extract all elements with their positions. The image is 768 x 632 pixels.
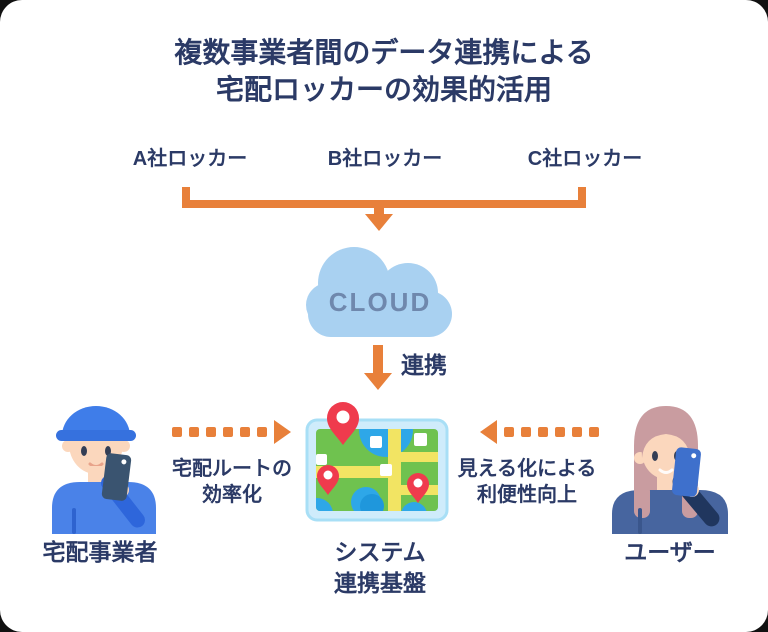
page-title: 複数事業者間のデータ連携による 宅配ロッカーの効果的活用 [0, 34, 768, 108]
arrow-head-left [480, 420, 497, 444]
dash [521, 427, 531, 437]
down-arrow-icon [365, 214, 393, 231]
bracket-right-tick [578, 187, 586, 208]
left-flow-line-1: 宅配ルートの [172, 458, 292, 480]
cloud-label: CLOUD [329, 287, 431, 317]
title-line-1: 複数事業者間のデータ連携による [174, 37, 594, 68]
locker-label-c: C社ロッカー [527, 148, 643, 170]
platform-label-line-1: システム [334, 539, 426, 565]
platform-label: システム 連携基盤 [334, 537, 426, 599]
map-icon [305, 402, 449, 522]
linkage-label: 連携 [401, 352, 447, 378]
right-flow-line-2: 利便性向上 [477, 484, 577, 506]
user-label: ユーザー [624, 539, 716, 565]
bracket-left-tick [182, 187, 190, 208]
dash [172, 427, 182, 437]
dash [555, 427, 565, 437]
arrow-head-right [274, 420, 291, 444]
dash [572, 427, 582, 437]
dash [257, 427, 267, 437]
dash [538, 427, 548, 437]
user-icon [612, 406, 728, 534]
linkage-down-arrow-icon [364, 373, 392, 390]
linkage-arrow-shaft [373, 345, 383, 373]
dash [223, 427, 233, 437]
dashed-arrow-right-icon [172, 420, 291, 444]
dash [189, 427, 199, 437]
dashed-arrow-left-icon [480, 420, 599, 444]
dash [589, 427, 599, 437]
title-line-2: 宅配ロッカーの効果的活用 [215, 74, 552, 106]
bracket-arrow-shaft [374, 202, 384, 214]
delivery-person-icon [52, 406, 156, 534]
locker-label-b: B社ロッカー [327, 148, 443, 170]
cloud-icon: CLOUD [306, 247, 452, 337]
right-flow-line-1: 見える化による [457, 458, 597, 480]
right-flow-caption: 見える化による 利便性向上 [458, 456, 597, 508]
dash [504, 427, 514, 437]
left-flow-line-2: 効率化 [202, 484, 262, 506]
courier-label: 宅配事業者 [42, 539, 158, 565]
bracket-bar [182, 200, 586, 208]
dash [240, 427, 250, 437]
locker-label-a: A社ロッカー [132, 148, 248, 170]
dash [206, 427, 216, 437]
left-flow-caption: 宅配ルートの 効率化 [172, 456, 292, 508]
platform-label-line-2: 連携基盤 [334, 570, 426, 597]
